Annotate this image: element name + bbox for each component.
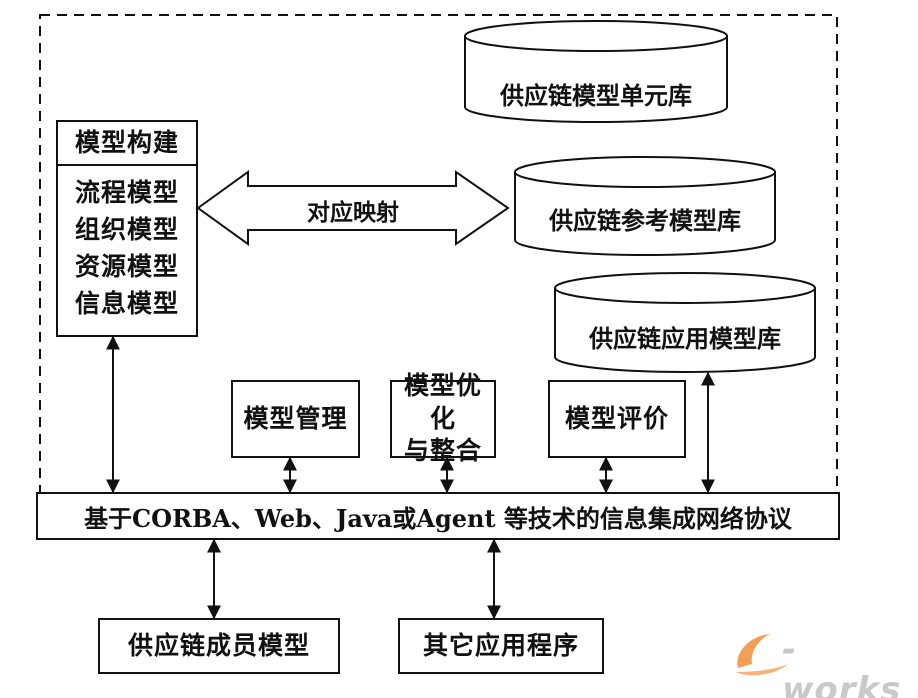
supply-chain-member-model-box: 供应链成员模型 [98,618,340,674]
modeling-title: 模型构建 [58,122,196,166]
database-label-reference: 供应链参考模型库 [549,206,741,235]
database-label-application: 供应链应用模型库 [589,324,781,353]
modeling-item: 组织模型 [74,214,179,244]
modeling-item: 流程模型 [74,177,179,207]
other-applications-box: 其它应用程序 [398,618,604,674]
database-cylinder-application [554,272,816,373]
modeling-item: 信息模型 [74,288,179,318]
modeling-item-list: 流程模型 组织模型 资源模型 信息模型 [58,166,196,322]
model-optimization-box: 模型优化 与整合 [390,371,496,465]
protocol-bar: 基于CORBA、Web、Java或Agent 等技术的信息集成网络协议 [36,492,840,540]
model-management-box: 模型管理 [231,380,360,458]
modeling-box: 模型构建 流程模型 组织模型 资源模型 信息模型 [56,120,198,337]
database-cylinder-unit [464,20,728,123]
watermark-text: -works [782,630,902,698]
mapping-label: 对应映射 [307,199,399,226]
mapping-double-arrow [196,170,510,246]
modeling-item: 资源模型 [74,251,179,281]
eworks-watermark-logo: -works [730,624,905,698]
eworks-swoosh-icon [736,634,788,676]
database-cylinder-reference [514,156,776,256]
database-label-unit: 供应链模型单元库 [500,81,692,110]
model-evaluation-box: 模型评价 [548,380,686,458]
